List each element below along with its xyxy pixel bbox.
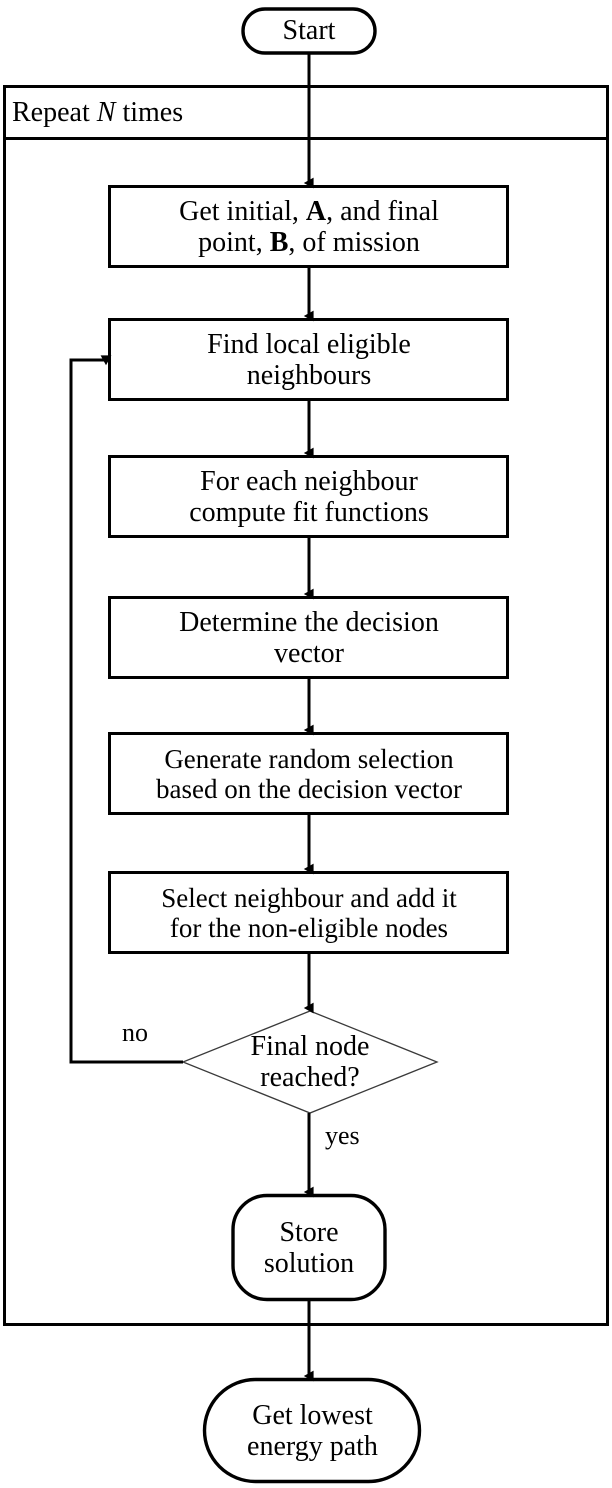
get-points-node-shape[interactable] [108, 185, 509, 268]
repeat-group-title-suffix: times [115, 97, 184, 128]
repeat-group-box [3, 85, 609, 1326]
fit-functions-node-shape[interactable] [108, 455, 509, 538]
edge-label-no: no [122, 1018, 148, 1047]
repeat-group-title-prefix: Repeat [12, 97, 97, 128]
decision-vector-node-shape[interactable] [108, 596, 509, 679]
random-selection-node-shape[interactable] [108, 732, 509, 815]
store-solution-node-shape[interactable] [231, 1193, 387, 1302]
final-node-decision-shape[interactable] [181, 1010, 439, 1114]
find-neighbours-node-shape[interactable] [108, 318, 509, 401]
repeat-group-title-variable: N [96, 97, 116, 128]
edge-final-node-no-to-find-neighbours [69, 355, 183, 1064]
lowest-energy-node-shape[interactable] [202, 1377, 422, 1484]
start-node-shape[interactable] [241, 7, 377, 55]
repeat-group-title: Repeat N times [12, 99, 183, 127]
edge-label-yes: yes [325, 1121, 360, 1150]
select-neighbour-node-shape[interactable] [108, 871, 509, 954]
